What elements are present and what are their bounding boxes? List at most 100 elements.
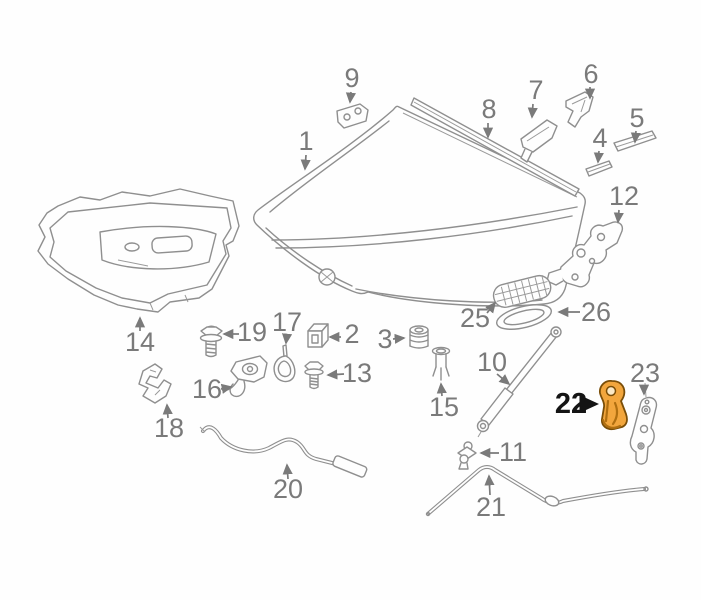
part-label-25: 25 (460, 303, 490, 333)
clip11-lower (459, 454, 469, 464)
part-label-5: 5 (629, 103, 644, 133)
grille-grid-v (500, 276, 548, 306)
strip4-drawing (585, 160, 613, 177)
buffer3-drawing (409, 325, 429, 349)
hinge-hole-1 (576, 248, 586, 258)
bolt19-flange (199, 333, 223, 343)
hood-cowl-line-1 (271, 206, 578, 241)
bolt19-drawing (199, 325, 223, 358)
bracket6-outline (565, 91, 594, 128)
hinge-drawing (546, 221, 624, 288)
part-label-14: 14 (125, 327, 155, 357)
part-label-6: 6 (583, 59, 598, 89)
buffer3-sides (409, 329, 429, 347)
part-label-17: 17 (272, 307, 302, 337)
arrow-13 (326, 369, 345, 380)
rivet15-cap-inner (435, 348, 447, 354)
striker17-loop-inner (277, 360, 292, 378)
cable21-end-tip (643, 486, 649, 492)
part-labels: 1 2 3 4 5 6 7 8 9 10 11 12 13 14 15 16 1… (125, 59, 660, 522)
part-label-21: 21 (476, 492, 506, 522)
part-label-3: 3 (377, 324, 392, 354)
pad-oval-detail (124, 242, 140, 252)
arrow-12 (613, 209, 624, 224)
buffer3-ribs (409, 334, 429, 349)
part-label-9: 9 (344, 63, 359, 93)
screw13-drawing (304, 361, 324, 390)
pad-tabs (117, 259, 189, 311)
strut-eyelet-top (550, 326, 562, 338)
part-label-15: 15 (429, 392, 459, 422)
hood-crease-bottom (265, 227, 353, 287)
strut-rod (505, 331, 558, 395)
part-label-16: 16 (192, 374, 222, 404)
bracket23-hole-2 (639, 424, 649, 434)
clip2-drawing (307, 323, 329, 348)
arrow-15 (436, 382, 447, 397)
gasket-inner (503, 308, 545, 326)
part-label-4: 4 (592, 123, 607, 153)
grille-grid-h (494, 281, 550, 302)
part22-shade (601, 418, 622, 429)
gas-strut-drawing (476, 326, 562, 438)
bracket6-inner (571, 96, 588, 113)
strut-eyelet-top-hole (553, 329, 559, 335)
bracket23-hole-3 (637, 442, 645, 450)
strip4-inner (587, 163, 611, 173)
part-label-26: 26 (581, 297, 611, 327)
bracket18-inner (149, 369, 161, 396)
hood-outline (253, 105, 586, 307)
pad-inner-outline (49, 202, 232, 304)
bracket23-hole-top (644, 399, 650, 405)
hinge-hole-4 (571, 273, 579, 281)
arrow-5 (630, 130, 641, 144)
cable21-drawing (425, 465, 649, 517)
striker17-neck (282, 344, 288, 358)
bracket23-hole-1 (641, 405, 651, 415)
hinge-hole-2 (596, 232, 606, 242)
bolt19-shank (205, 340, 217, 358)
strip8-inner (413, 101, 577, 193)
strut-eyelet-bottom (476, 419, 490, 433)
cable20-inner (202, 426, 337, 465)
screw13-shank (309, 374, 319, 390)
highlighted-part-22-drawing (599, 380, 628, 431)
part22-hole (605, 385, 617, 397)
part-label-8: 8 (481, 94, 496, 124)
clip11-foot (458, 462, 469, 470)
hinge-hole-3 (588, 257, 596, 265)
hood-panel-drawing (253, 105, 586, 307)
arrow-25 (485, 301, 497, 314)
cable20-grip (332, 455, 368, 478)
part-label-1: 1 (298, 126, 313, 156)
gasket-outer (496, 304, 552, 330)
part-label-7: 7 (528, 75, 543, 105)
arrow-9 (345, 91, 357, 104)
bracket6-drawing (565, 91, 594, 128)
arrow-21 (484, 474, 495, 496)
bracket18-drawing (138, 363, 172, 404)
bracket18-outline (138, 363, 172, 404)
bracket23-hole-3b (639, 444, 643, 448)
insulation-pad-drawing (37, 188, 240, 313)
latch16-ring (241, 362, 259, 376)
latch16-plate (230, 355, 268, 383)
arrow-20 (282, 463, 293, 480)
buffer3-top (409, 325, 429, 335)
part-label-10: 10 (477, 347, 507, 377)
bracket7-outline (520, 119, 558, 153)
hood-cowl-line-2 (275, 215, 573, 249)
latch16-hook-1 (229, 380, 246, 398)
pad-outline (37, 188, 240, 313)
part-label-13: 13 (342, 358, 372, 388)
pad-recess (99, 225, 217, 270)
arrow-1 (300, 154, 311, 171)
part22-streak-2 (611, 401, 619, 426)
arrow-4 (593, 150, 604, 164)
cable21-start-tip (425, 511, 431, 517)
part-label-20: 20 (273, 474, 303, 504)
arrow-7 (527, 103, 538, 119)
cable21-inner (428, 466, 645, 514)
latch16-hole (246, 365, 254, 373)
